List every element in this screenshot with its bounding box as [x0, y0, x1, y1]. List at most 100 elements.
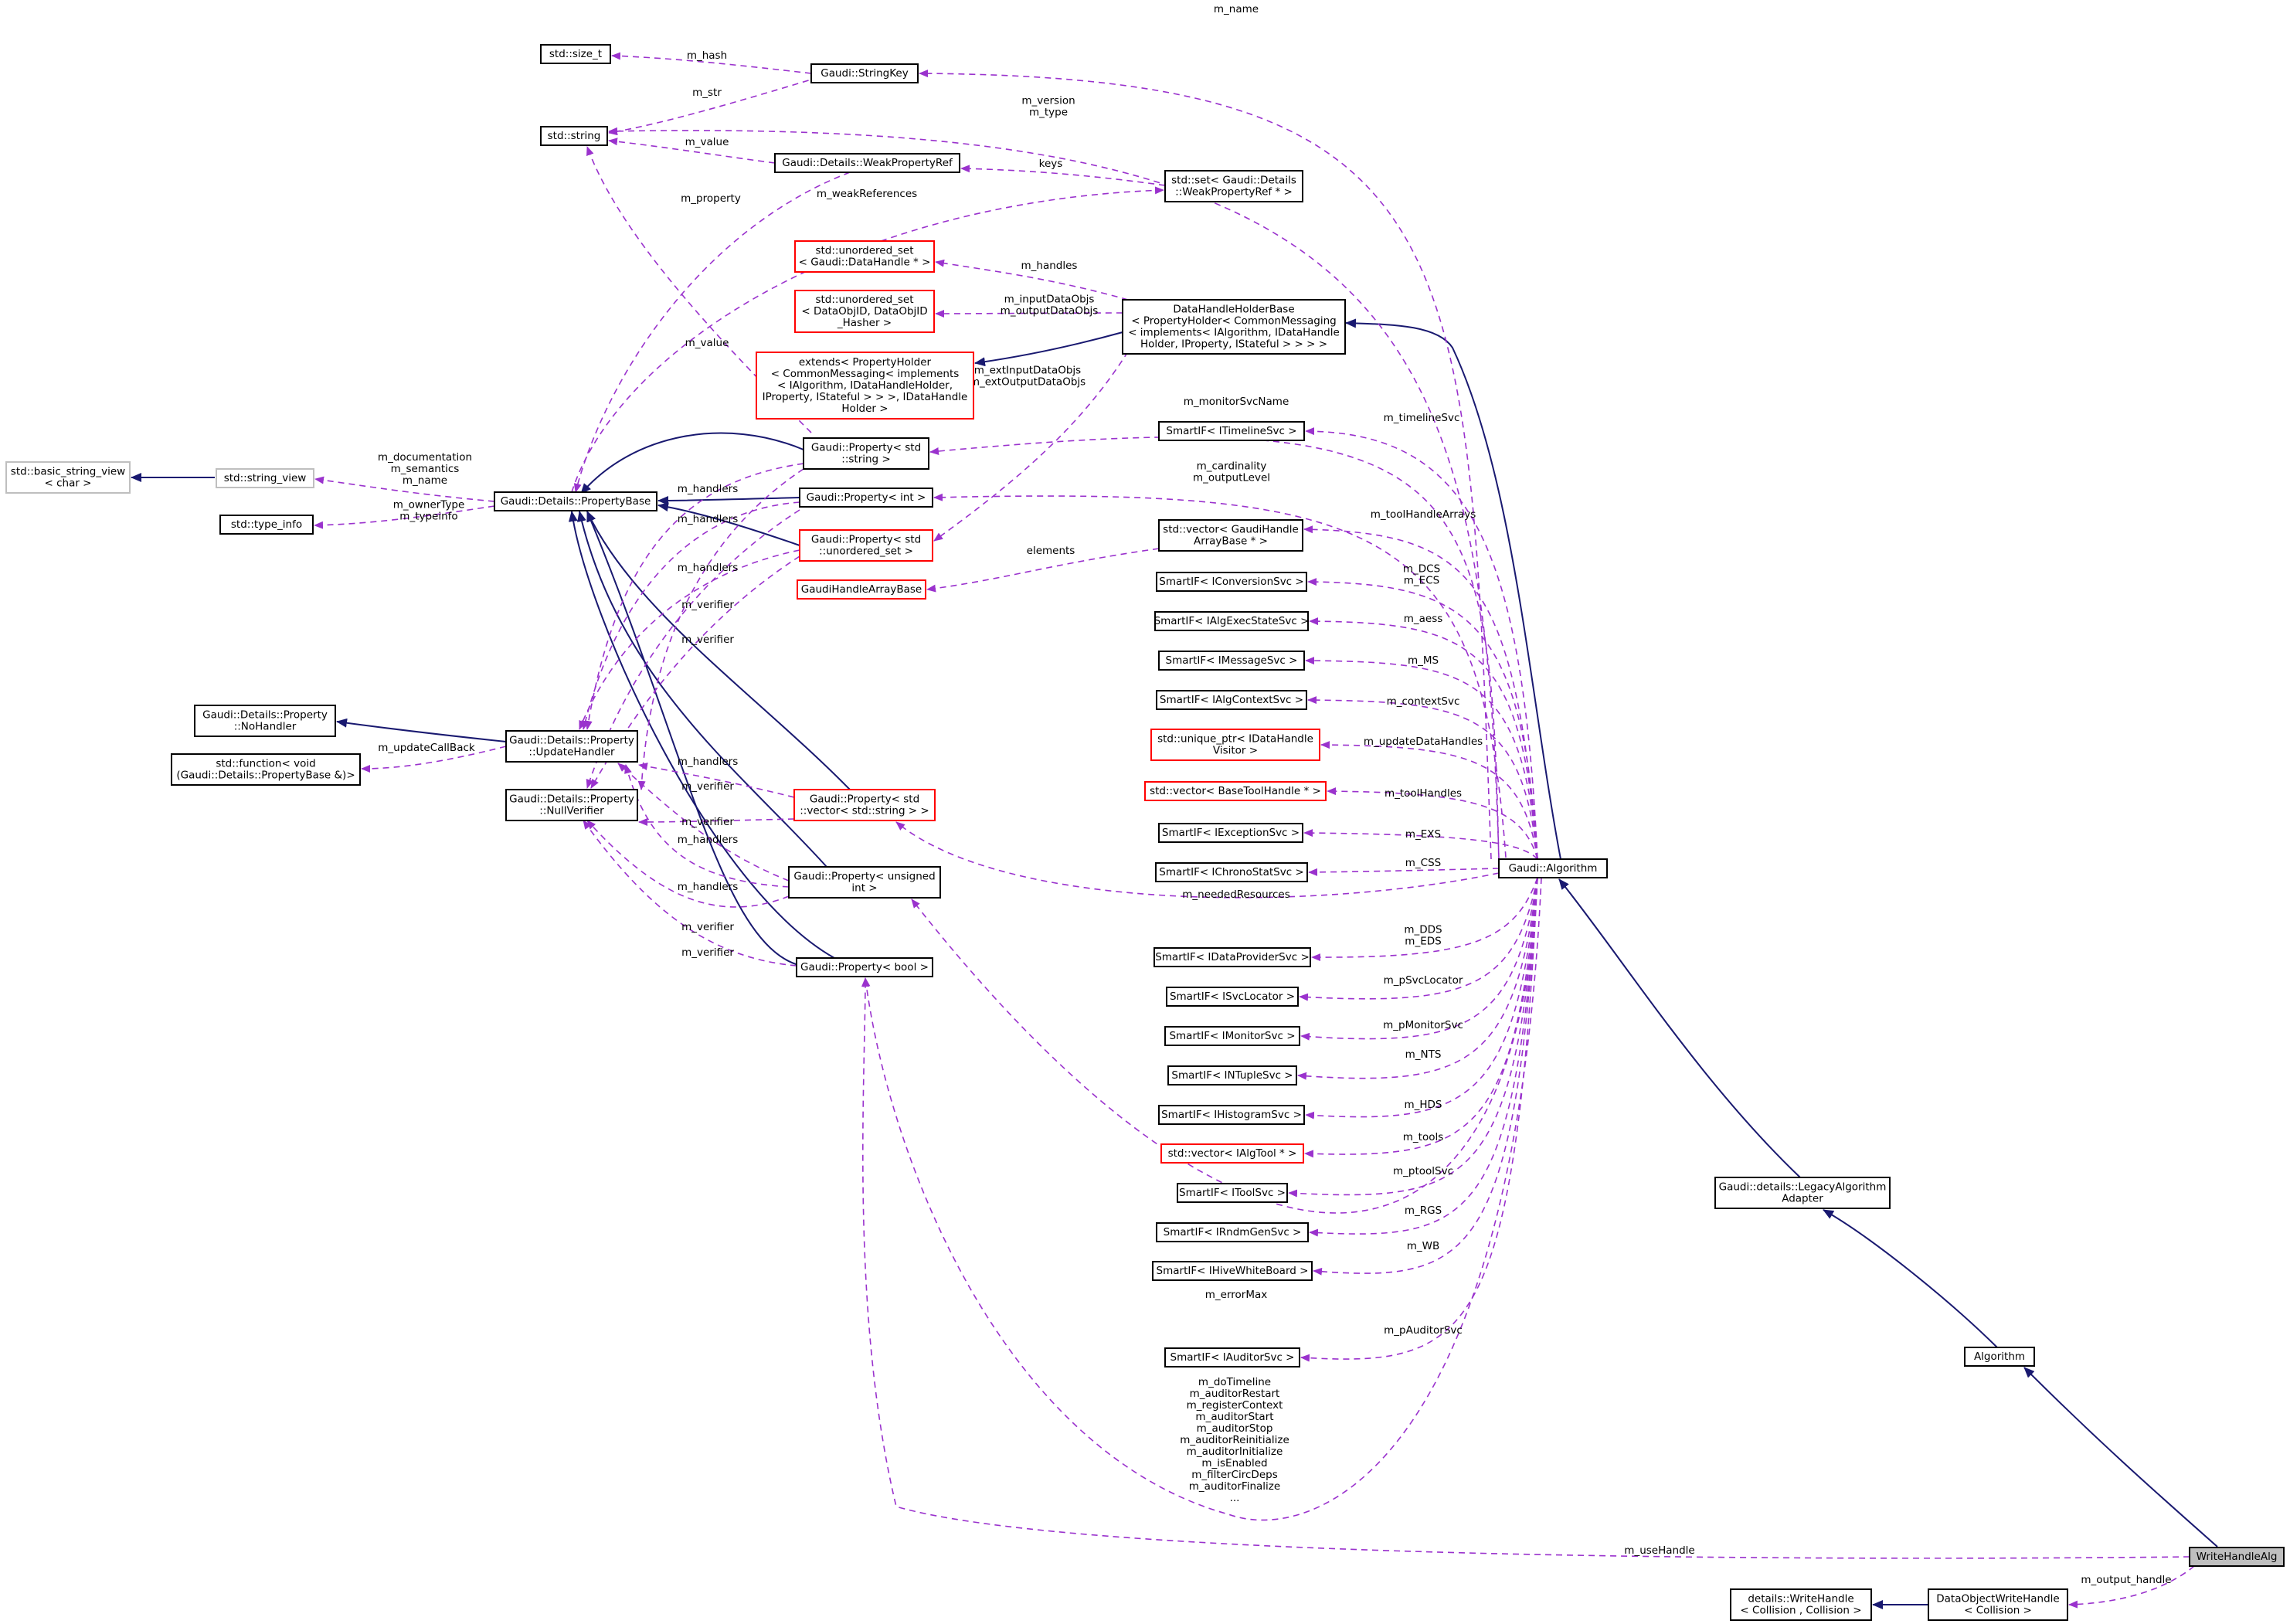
class-node-alg2[interactable]: Algorithm — [1964, 1347, 2035, 1367]
class-node-s-aess[interactable]: SmartIF< IAlgExecStateSvc > — [1154, 611, 1310, 631]
usage-edge-m_usehandle — [861, 977, 2190, 1559]
class-node-s-aud[interactable]: SmartIF< IAuditorSvc > — [1164, 1347, 1300, 1367]
class-node-s-msg[interactable]: SmartIF< IMessageSvc > — [1158, 651, 1305, 671]
edges-layer — [131, 52, 2218, 1609]
class-node-weakref[interactable]: Gaudi::Details::WeakPropertyRef — [774, 153, 960, 173]
class-node-pint[interactable]: Gaudi::Property< int > — [799, 488, 933, 508]
class-node-size-t[interactable]: std::size_t — [540, 44, 611, 64]
inheritance-edge-3 — [1345, 318, 1561, 860]
class-node-label: SmartIF< IMessageSvc > — [1166, 654, 1298, 667]
class-node-label: std::set< Gaudi::Details::WeakPropertyRe… — [1171, 175, 1296, 199]
class-node-wh[interactable]: details::WriteHandle< Collision , Collis… — [1730, 1588, 1872, 1621]
class-node-pbool[interactable]: Gaudi::Property< bool > — [796, 957, 933, 977]
class-node-s-chrono[interactable]: SmartIF< IChronoStatSvc > — [1155, 862, 1308, 882]
class-node-pstring[interactable]: Gaudi::Property< std::string > — [803, 437, 929, 470]
class-node-dowh[interactable]: DataObjectWriteHandle< Collision > — [1928, 1588, 2068, 1621]
usage-edge-keys — [960, 165, 1166, 186]
edge-label-m-nts: m_NTS — [1405, 1048, 1442, 1061]
edge-label-m-css: m_CSS — [1405, 857, 1441, 869]
edge-label-v5: m_verifier — [681, 921, 734, 933]
class-node-uset-dh[interactable]: std::unordered_set< Gaudi::DataHandle * … — [794, 240, 935, 273]
usage-edge-m_dds — [1311, 877, 1538, 962]
class-node-s-ntuple[interactable]: SmartIF< INTupleSvc > — [1167, 1065, 1297, 1085]
edge-label-m-value2: m_value — [685, 337, 729, 349]
class-node-s-rndm[interactable]: SmartIF< IRndmGenSvc > — [1156, 1222, 1309, 1242]
edge-label-v1: m_verifier — [681, 599, 734, 611]
class-node-v-bth[interactable]: std::vector< BaseToolHandle * > — [1144, 781, 1327, 801]
class-node-s-exc[interactable]: SmartIF< IExceptionSvc > — [1158, 823, 1303, 843]
class-node-label: SmartIF< INTupleSvc > — [1171, 1069, 1293, 1082]
class-node-label: std::function< void(Gaudi::Details::Prop… — [176, 758, 355, 782]
edge-label-m-wb: m_WB — [1407, 1240, 1440, 1252]
class-node-v-algtool[interactable]: std::vector< IAlgTool * > — [1160, 1143, 1304, 1164]
inheritance-edge-14 — [586, 511, 820, 969]
class-node-algorithm[interactable]: Gaudi::Algorithm — [1498, 858, 1608, 878]
class-node-updh[interactable]: Gaudi::Details::Property::UpdateHandler — [505, 730, 638, 763]
edge-label-m-outhandle: m_output_handle — [2081, 1574, 2171, 1586]
usage-edge-m_rgs — [1309, 877, 1538, 1237]
usage-edge-v2 — [590, 555, 800, 789]
class-node-label: Gaudi::Property< std::vector< std::strin… — [800, 793, 929, 817]
class-node-s-mon[interactable]: SmartIF< IMonitorSvc > — [1164, 1026, 1300, 1046]
class-node-s-conv[interactable]: SmartIF< IConversionSvc > — [1156, 572, 1307, 592]
class-node-uset-do[interactable]: std::unordered_set< DataObjID, DataObjID… — [794, 290, 935, 333]
class-node-setweak[interactable]: std::set< Gaudi::Details::WeakPropertyRe… — [1164, 170, 1303, 202]
class-node-wha[interactable]: WriteHandleAlg — [2189, 1547, 2285, 1567]
usage-edge-m_handles — [935, 259, 1129, 301]
class-node-label: extends< PropertyHolder< CommonMessaging… — [763, 356, 968, 415]
usage-edge-m_errmax — [911, 877, 1538, 1214]
edge-label-m-timeline: m_timelineSvc — [1384, 412, 1460, 424]
class-node-sv[interactable]: std::string_view — [216, 468, 314, 488]
class-node-s-timeline[interactable]: SmartIF< ITimelineSvc > — [1158, 421, 1305, 441]
edge-label-v2: m_verifier — [681, 634, 734, 646]
class-node-dhhb[interactable]: DataHandleHolderBase< PropertyHolder< Co… — [1122, 299, 1346, 355]
class-node-stringkey[interactable]: Gaudi::StringKey — [810, 63, 919, 83]
class-node-s-ctx[interactable]: SmartIF< IAlgContextSvc > — [1156, 690, 1307, 710]
edge-label-m-udh: m_updateDataHandles — [1364, 736, 1483, 748]
class-node-label: SmartIF< ITimelineSvc > — [1166, 425, 1296, 437]
inheritance-edge-13 — [568, 511, 835, 959]
class-node-typeinfo[interactable]: std::type_info — [219, 515, 314, 535]
class-node-s-svcloc[interactable]: SmartIF< ISvcLocator > — [1166, 987, 1299, 1007]
class-node-s-dps[interactable]: SmartIF< IDataProviderSvc > — [1153, 947, 1311, 967]
usage-edge-h1 — [584, 463, 804, 730]
class-node-ghab[interactable]: GaudiHandleArrayBase — [797, 579, 926, 600]
class-node-label: Gaudi::Details::Property::NullVerifier — [509, 793, 634, 817]
class-node-label: Gaudi::StringKey — [821, 67, 908, 80]
edge-label-m-th: m_toolHandles — [1385, 787, 1462, 800]
usage-edge-m_wb — [1313, 877, 1538, 1276]
class-node-function[interactable]: std::function< void(Gaudi::Details::Prop… — [171, 753, 361, 786]
class-node-puset[interactable]: Gaudi::Property< std::unordered_set > — [799, 529, 933, 562]
class-node-s-hive[interactable]: SmartIF< IHiveWhiteBoard > — [1152, 1261, 1313, 1281]
class-node-s-tool[interactable]: SmartIF< IToolSvc > — [1177, 1183, 1288, 1203]
inheritance-edge-4 — [974, 331, 1123, 367]
inheritance-edge-6 — [336, 718, 507, 742]
class-node-label: SmartIF< IChronoStatSvc > — [1159, 866, 1304, 878]
class-node-s-hist[interactable]: SmartIF< IHistogramSvc > — [1158, 1105, 1305, 1125]
class-node-pvec[interactable]: Gaudi::Property< std::vector< std::strin… — [793, 789, 936, 821]
edge-label-m-pmon: m_pMonitorSvc — [1383, 1019, 1463, 1031]
inheritance-edge-1 — [1823, 1209, 1998, 1348]
class-node-bsv[interactable]: std::basic_string_view< char > — [5, 461, 131, 494]
class-node-label: GaudiHandleArrayBase — [801, 583, 922, 596]
class-node-nullv[interactable]: Gaudi::Details::Property::NullVerifier — [505, 789, 638, 821]
class-node-extends[interactable]: extends< PropertyHolder< CommonMessaging… — [756, 352, 974, 420]
class-node-label: SmartIF< IDataProviderSvc > — [1155, 951, 1310, 963]
edge-label-m-errmax: m_errorMax — [1205, 1289, 1268, 1301]
class-node-pbase[interactable]: Gaudi::Details::PropertyBase — [494, 491, 657, 511]
class-node-string[interactable]: std::string — [540, 126, 608, 146]
usage-edge-m_extinout — [933, 351, 1129, 542]
class-node-nohandler[interactable]: Gaudi::Details::Property::NoHandler — [194, 705, 336, 737]
edge-label-h5: m_handlers — [678, 834, 739, 846]
usage-edge-m_name_top — [919, 70, 1492, 860]
